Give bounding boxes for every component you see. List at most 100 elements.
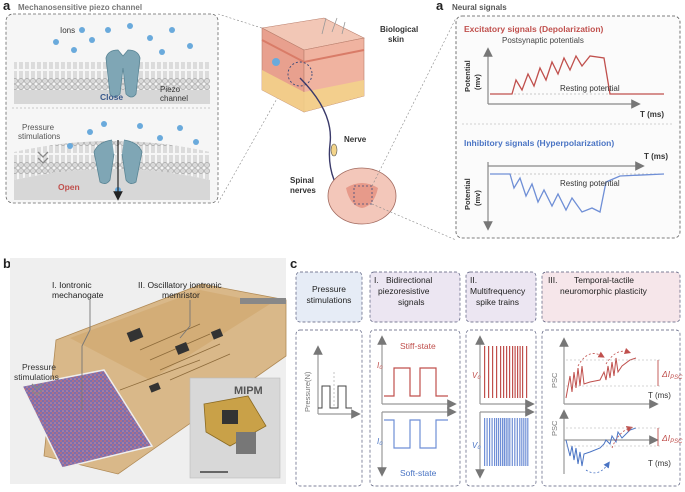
- spike-red: [522, 346, 524, 398]
- item2-label-1: II. Oscillatory iontronic: [138, 280, 222, 290]
- inh-ylabel-2: (mv): [473, 190, 482, 206]
- spike-red: [519, 346, 521, 398]
- spike-blue: [527, 418, 529, 466]
- soft-label: Soft-state: [400, 468, 437, 478]
- spike-red: [512, 346, 514, 398]
- pressure-label-2: stimulations: [18, 132, 60, 141]
- spinal-cord: [327, 167, 397, 225]
- spike-blue: [516, 418, 518, 466]
- spike-blue: [498, 418, 500, 466]
- spike-red: [484, 346, 486, 398]
- exc-ylabel-1: Potential: [463, 60, 472, 92]
- c-col2-box: [369, 329, 461, 487]
- c-col1-ylabel: Pressure(N): [303, 371, 312, 412]
- piezo-channel-closed: [105, 49, 141, 98]
- spike-blue: [503, 418, 505, 466]
- c-col2-h3: piezoresistive: [378, 286, 430, 296]
- c-col4-delta-top: ΔIPSC: [661, 369, 683, 381]
- exc-ylabel-2: (mv): [473, 74, 482, 90]
- inhibitory-trace: [490, 173, 665, 213]
- ions-label: Ions: [60, 26, 75, 35]
- psc-potentiation-trace: [565, 357, 637, 399]
- c-col3-h2: Multifrequency: [470, 286, 526, 296]
- c-col4-h2: Temporal-tactile: [574, 275, 634, 285]
- exc-resting-label: Resting potential: [560, 84, 620, 93]
- piezo-channel-label-2: channel: [160, 94, 188, 103]
- c-col2-ylabel-top: I₀: [377, 361, 383, 370]
- spike-red: [517, 346, 519, 398]
- c-col4-h1: III.: [548, 275, 557, 285]
- panel-b-label: b: [3, 256, 11, 271]
- delta-main-top: ΔI: [661, 369, 671, 379]
- panel-c-label: c: [290, 256, 297, 271]
- c-col1-box: [295, 329, 363, 487]
- b-pressure-label-1: Pressure: [22, 362, 56, 372]
- piezo-channel-open: [93, 139, 143, 184]
- spike-blue: [505, 418, 507, 466]
- postsynaptic-label: Postsynaptic potentials: [502, 36, 584, 45]
- c-col2-h2: Bidirectional: [386, 275, 432, 285]
- delta-main-bottom: ΔI: [661, 433, 671, 443]
- c-col4-header: [541, 271, 681, 323]
- b-pressure-arrows: [31, 383, 43, 396]
- soft-trace: [384, 419, 448, 449]
- c-col4-box: [541, 329, 681, 487]
- skin-label-2: skin: [388, 35, 404, 44]
- c-col4-ylabel-bottom: PSC: [550, 420, 559, 436]
- nerve-label: Nerve: [344, 135, 367, 144]
- c-col3-ylabel-top: V₀: [472, 371, 481, 380]
- spike-blue: [523, 418, 525, 466]
- sensing-pad: [20, 369, 154, 469]
- membrane-closed: [14, 23, 210, 104]
- item2-label-2: memristor: [162, 290, 200, 300]
- c-col1-h2: stimulations: [307, 295, 352, 305]
- open-label: Open: [58, 182, 80, 192]
- spike-red: [500, 346, 502, 398]
- stiff-trace: [384, 367, 448, 397]
- item1-leader: [81, 300, 91, 410]
- stiff-label: Stiff-state: [400, 341, 436, 351]
- skin-label-1: Biological: [380, 25, 418, 34]
- spike-red: [503, 346, 505, 398]
- spike-red: [496, 346, 498, 398]
- spike-train-blue: [484, 418, 529, 466]
- c-col2-ylabel-bottom: I₀: [377, 437, 383, 446]
- inset-chip-mark: MIPM: [234, 385, 263, 397]
- spike-blue: [507, 418, 509, 466]
- spike-red: [509, 346, 511, 398]
- spike-blue: [494, 418, 496, 466]
- inh-xlabel: T (ms): [644, 152, 668, 161]
- inh-resting-label: Resting potential: [560, 179, 620, 188]
- delta-sub-bottom: PSC: [670, 439, 683, 445]
- piezo-box: Ions Close Piezo channel Pressure stimul…: [5, 13, 219, 204]
- skin-illustration: [261, 17, 365, 113]
- inhibitory-title: Inhibitory signals (Hyperpolarization): [464, 138, 614, 148]
- c-col3-box: [465, 329, 537, 487]
- item2-leader: [179, 300, 191, 339]
- c-col4-delta-bottom: ΔIPSC: [661, 433, 683, 445]
- spike-blue: [514, 418, 516, 466]
- c-col3-h3: spike trains: [476, 297, 519, 307]
- pressure-pulse-trace: [318, 385, 352, 409]
- excitatory-title: Excitatory signals (Depolarization): [464, 24, 604, 34]
- pressure-label-1: Pressure: [22, 123, 55, 132]
- spike-red: [526, 346, 528, 398]
- spike-blue: [509, 418, 511, 466]
- neural-panel-label: a: [436, 0, 444, 13]
- c-col4-ylabel-top: PSC: [550, 372, 559, 388]
- c-col2-header: [369, 271, 461, 323]
- c-col1-header: [295, 271, 363, 323]
- spike-blue: [486, 418, 488, 466]
- spike-red: [514, 346, 516, 398]
- b-pressure-label-2: stimulations: [14, 372, 59, 382]
- device-photo: [10, 258, 287, 484]
- spike-train-red: [484, 346, 528, 398]
- c-col3-h1: II.: [470, 275, 477, 285]
- spike-blue: [511, 418, 513, 466]
- excitatory-trace: [490, 54, 664, 95]
- c-col2-h1: I.: [374, 275, 379, 285]
- spike-blue: [519, 418, 521, 466]
- exc-xlabel: T (ms): [640, 110, 664, 119]
- spike-red: [488, 346, 490, 398]
- piezo-channel-label-1: Piezo: [160, 85, 181, 94]
